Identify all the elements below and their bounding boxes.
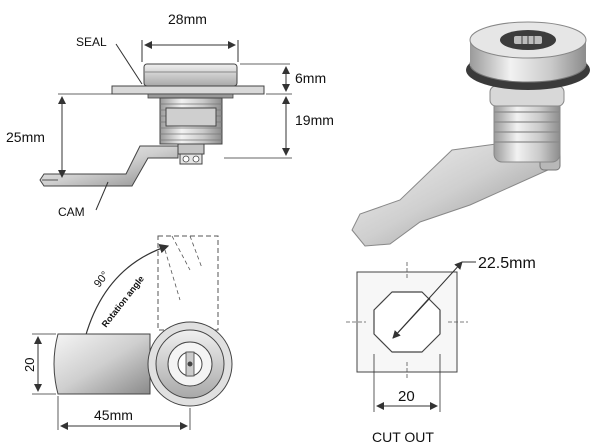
cutout-title: CUT OUT <box>372 429 434 445</box>
nut <box>165 107 217 127</box>
dim-22-5-label: 22.5mm <box>478 255 536 272</box>
rotation-arc <box>81 244 170 351</box>
cam-rotated-outline <box>157 235 219 331</box>
dim-25-label: 25mm <box>6 129 45 145</box>
dim-20-side: 20 <box>22 358 37 372</box>
cutout-view: 22.5mm 20 CUT OUT <box>346 255 536 445</box>
dim-28-label: 28mm <box>168 11 207 27</box>
dim-6-label: 6mm <box>295 70 326 86</box>
head-cap <box>143 63 238 87</box>
dim-20-cutout: 20 <box>398 388 415 405</box>
product-photo <box>351 21 590 247</box>
flange <box>111 85 265 95</box>
rotation-degree: 90° <box>92 269 112 290</box>
cam-horizontal <box>53 333 151 395</box>
seal-label: SEAL <box>76 35 107 49</box>
cam-label: CAM <box>58 205 85 219</box>
cam-leader <box>95 181 109 211</box>
front-view: 90° Rotation angle 20 45mm <box>22 235 233 430</box>
seal-leader <box>115 43 143 85</box>
dim-45-label: 45mm <box>94 407 133 423</box>
side-view: 28mm SEAL 6 <box>6 11 334 219</box>
cam-arm <box>39 145 179 187</box>
dim-19-label: 19mm <box>295 112 334 128</box>
